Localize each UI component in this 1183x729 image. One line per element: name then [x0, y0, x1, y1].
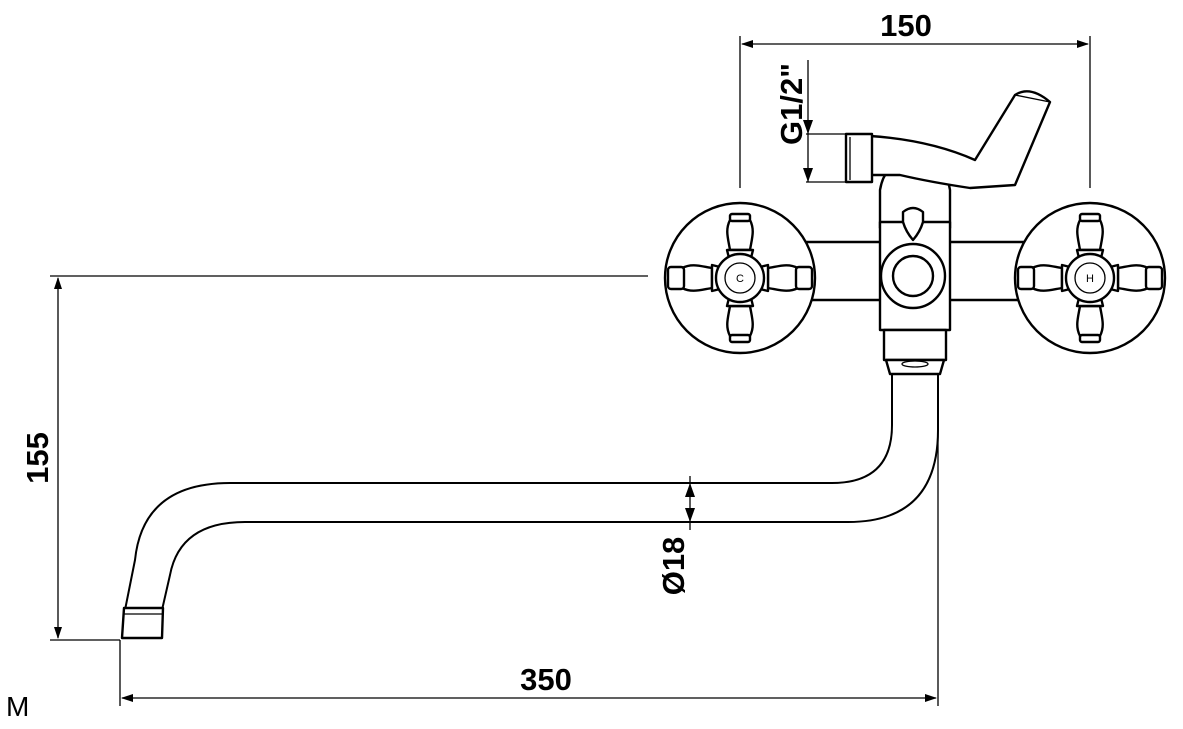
spout-diameter-label: Ø18 — [656, 537, 691, 596]
mixer-body — [795, 156, 1035, 376]
cold-valve: C — [663, 201, 817, 355]
hot-label: H — [1086, 273, 1094, 285]
cold-label: C — [736, 273, 744, 285]
spout-reach-label: 350 — [520, 662, 572, 697]
dimension-spout-diameter: Ø18 — [656, 476, 695, 595]
inlet-thread-label: G1/2" — [774, 63, 809, 145]
hot-valve: H — [1013, 201, 1167, 355]
dimension-inlet-thread: G1/2" — [774, 60, 846, 183]
spout-height-label: 155 — [20, 432, 55, 484]
spout — [120, 371, 939, 640]
dimension-valve-spacing: 150 — [739, 8, 1091, 188]
spout-aerator — [120, 606, 165, 640]
valve-spacing-label: 150 — [880, 8, 932, 43]
corner-mark: M — [6, 691, 29, 722]
shower-outlet — [844, 90, 1052, 190]
dimension-spout-reach: 350 — [119, 430, 939, 706]
dimension-spout-height: 155 — [20, 275, 648, 641]
